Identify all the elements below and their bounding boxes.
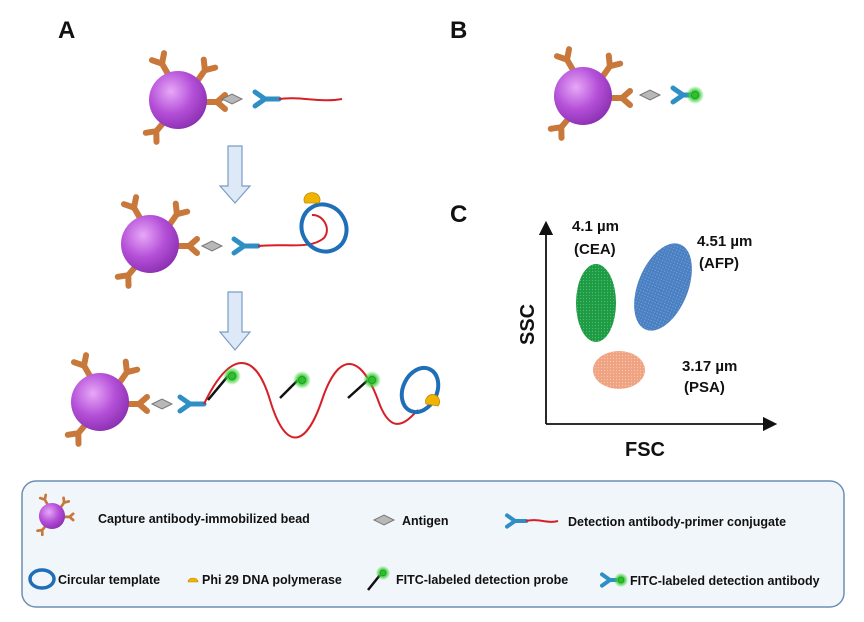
legend-label-polymerase: Phi 29 DNA polymerase <box>202 573 342 587</box>
panel-label-a: A <box>58 17 75 44</box>
legend-label-bead: Capture antibody-immobilized bead <box>98 512 310 526</box>
polymerase-icon <box>303 192 321 204</box>
fitc-probe-icon <box>367 565 391 591</box>
cluster-psa-size: 3.17 µm <box>682 358 737 375</box>
panel-label-c: C <box>450 201 467 228</box>
cluster-cea <box>576 264 616 342</box>
circular-template-icon <box>28 568 56 590</box>
scatter-plot: FSC SSC 4.1 µm (CEA) 4.51 µm (AFP) 3.17 … <box>517 218 778 461</box>
cluster-afp <box>634 243 692 331</box>
panel-b-complex <box>551 49 705 138</box>
cluster-afp-size: 4.51 µm <box>697 233 752 250</box>
legend-label-antibody-primer: Detection antibody-primer conjugate <box>568 515 786 529</box>
process-arrow-2 <box>218 291 252 351</box>
x-axis-label: FSC <box>625 439 665 461</box>
antibody-primer-icon <box>507 515 559 526</box>
step1-complex <box>146 53 343 142</box>
step2-complex <box>118 192 349 286</box>
cluster-psa-marker: (PSA) <box>684 379 725 396</box>
legend-label-fitc-antibody: FITC-labeled detection antibody <box>630 574 820 588</box>
cluster-psa <box>593 351 645 389</box>
cluster-cea-size: 4.1 µm <box>572 218 619 235</box>
cluster-afp-marker: (AFP) <box>699 255 739 272</box>
process-arrow-1 <box>218 145 252 204</box>
polymerase-legend-icon <box>187 577 199 583</box>
y-axis-label: SSC <box>517 304 539 345</box>
legend-label-fitc-probe: FITC-labeled detection probe <box>396 573 568 587</box>
legend-label-template: Circular template <box>58 573 160 587</box>
panel-label-b: B <box>450 17 467 44</box>
cluster-cea-marker: (CEA) <box>574 241 616 258</box>
step3-complex <box>68 355 441 444</box>
legend-label-antigen: Antigen <box>402 514 449 528</box>
legend: Capture antibody-immobilized bead Antige… <box>21 480 845 608</box>
